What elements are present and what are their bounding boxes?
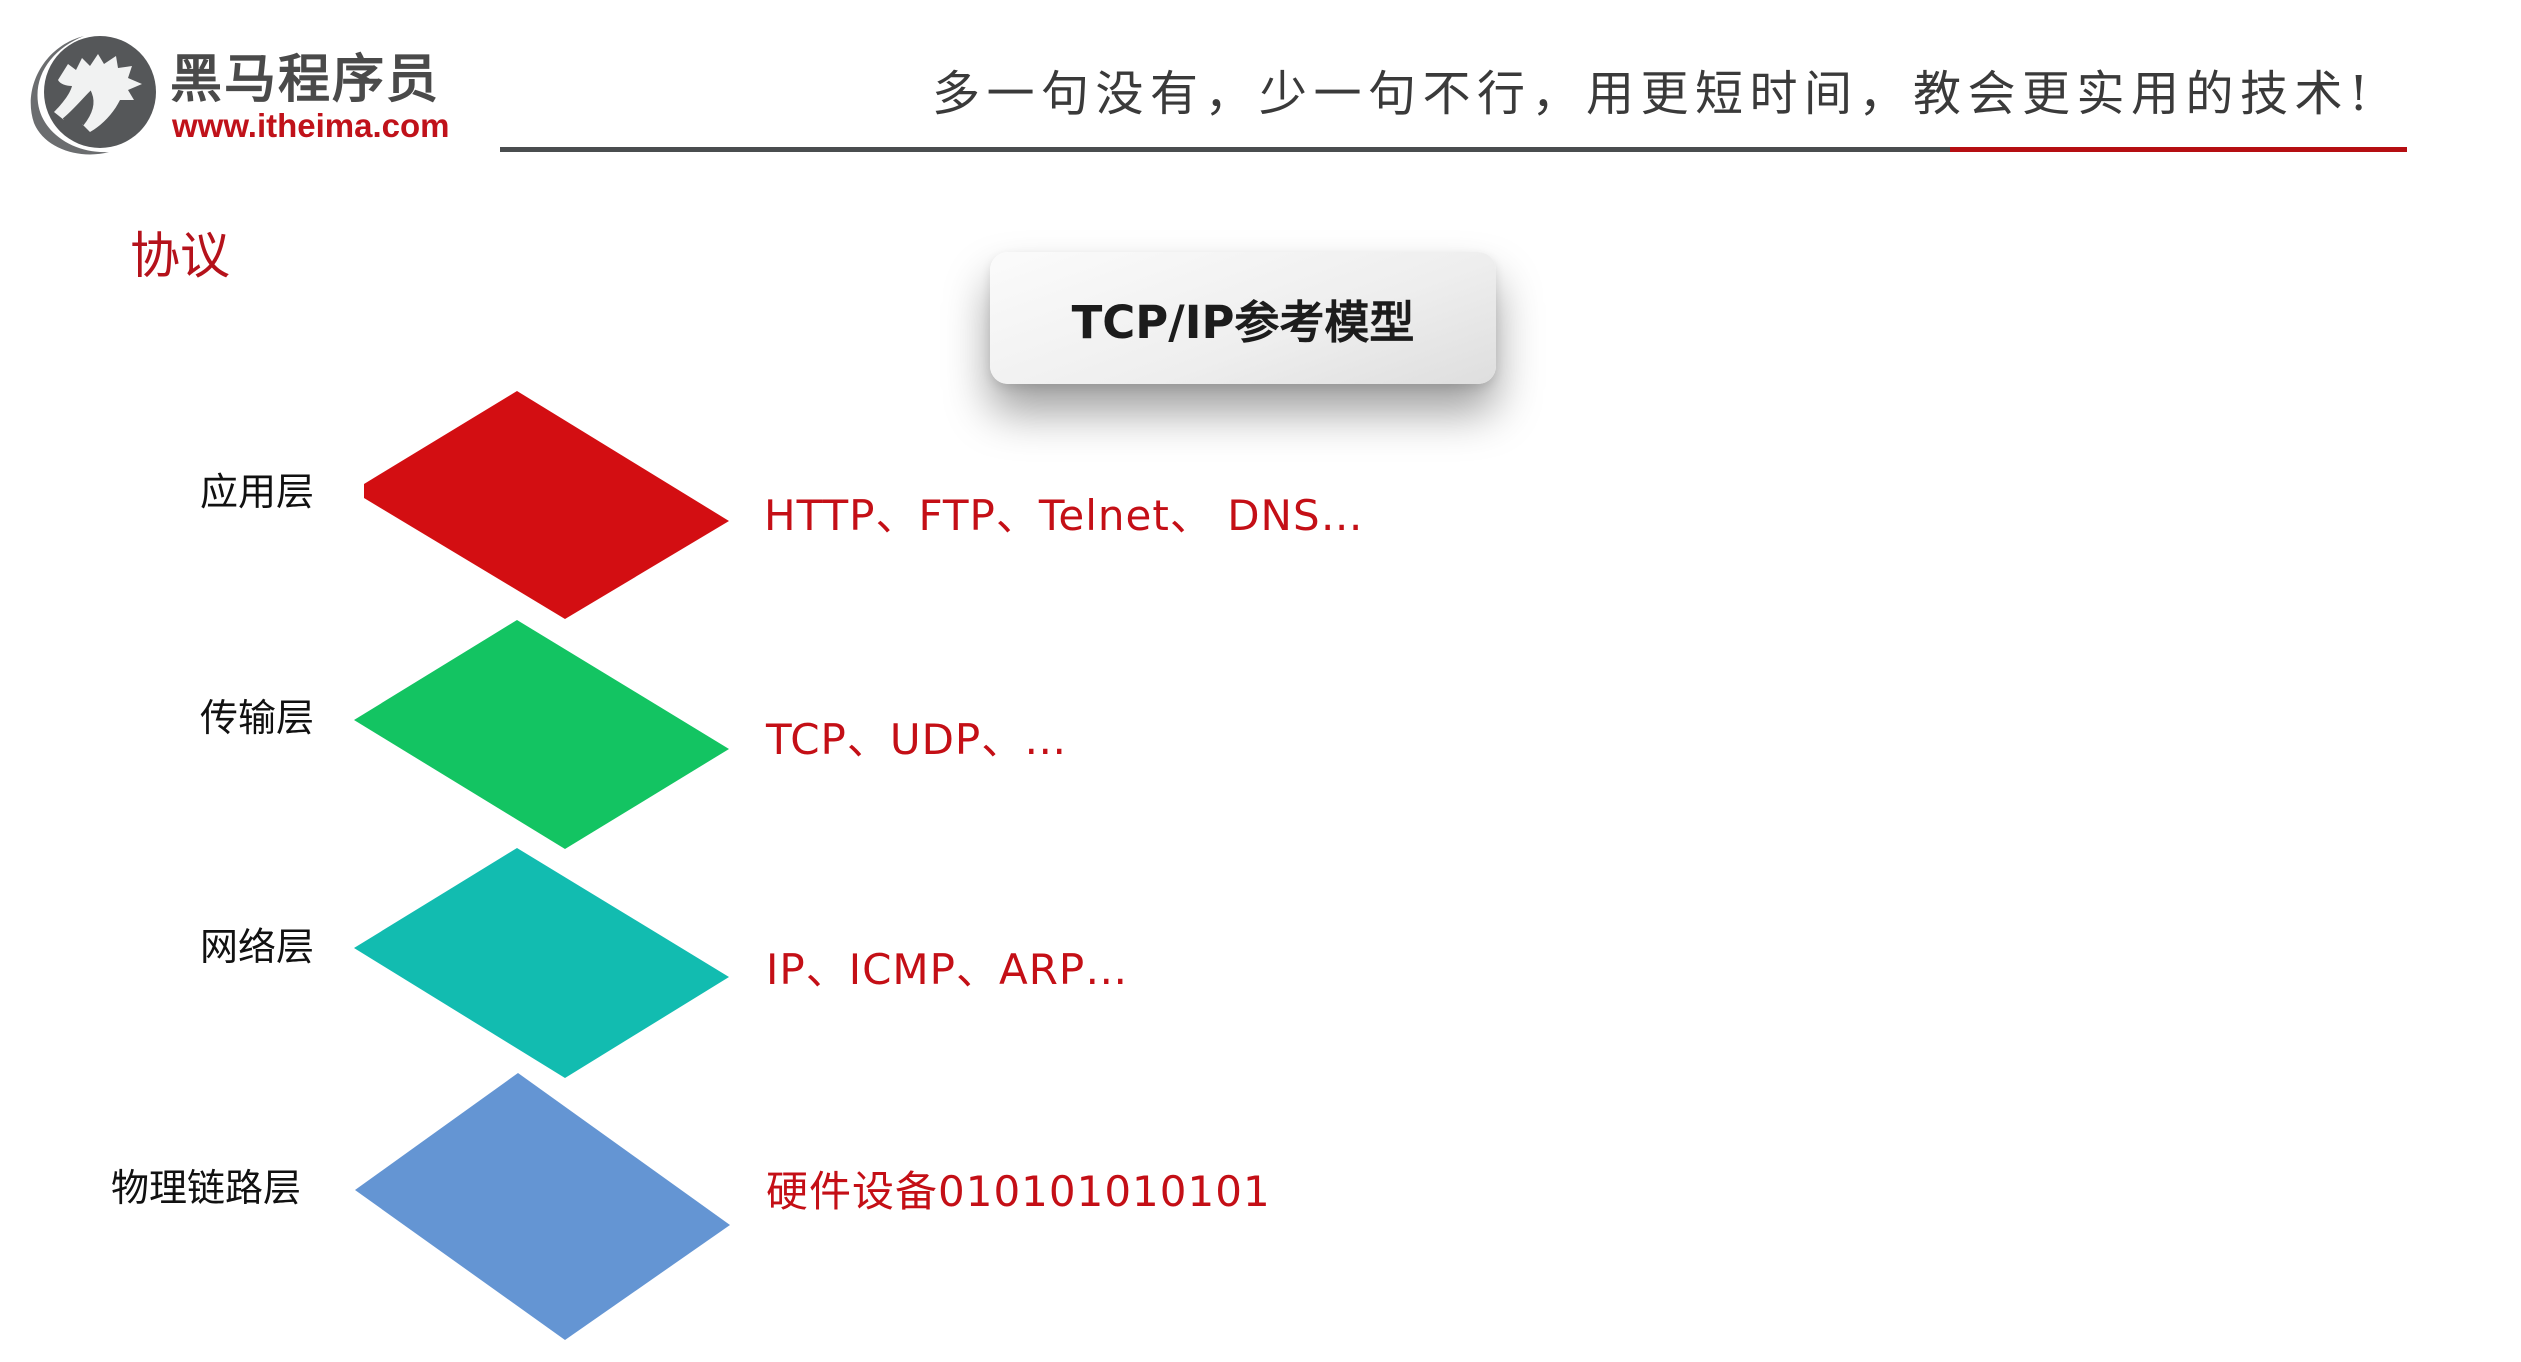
layer-label-physical-link: 物理链路层 bbox=[111, 1166, 302, 1210]
network-layer-diamond bbox=[354, 848, 729, 1078]
layer-protocols-network: IP、ICMP、ARP… bbox=[766, 945, 1129, 994]
itheima-logo bbox=[24, 28, 164, 158]
brand-name: 黑马程序员 bbox=[170, 50, 441, 110]
application-layer-diamond bbox=[364, 391, 729, 619]
physical-link-layer-diamond bbox=[355, 1073, 730, 1340]
header-rule-accent bbox=[1950, 147, 2407, 152]
horse-head-logo-icon bbox=[30, 36, 156, 155]
slogan: 多一句没有，少一句不行，用更短时间，教会更实用的技术! bbox=[932, 66, 2375, 122]
layer-protocols-physical-link: 硬件设备010101010101 bbox=[766, 1167, 1271, 1216]
layer-protocols-transport: TCP、UDP、… bbox=[766, 715, 1068, 764]
header-rule bbox=[500, 147, 1950, 152]
layer-protocols-application: HTTP、FTP、Telnet、 DNS… bbox=[764, 491, 1364, 540]
layer-label-network: 网络层 bbox=[200, 925, 315, 969]
section-title: 协议 bbox=[130, 227, 230, 285]
transport-layer-diamond bbox=[354, 620, 729, 849]
model-title-box: TCP/IP参考模型 bbox=[990, 252, 1496, 384]
brand-url: www.itheima.com bbox=[172, 107, 450, 144]
layer-label-transport: 传输层 bbox=[200, 696, 315, 740]
model-title: TCP/IP参考模型 bbox=[1071, 295, 1415, 349]
layer-label-application: 应用层 bbox=[200, 470, 315, 514]
